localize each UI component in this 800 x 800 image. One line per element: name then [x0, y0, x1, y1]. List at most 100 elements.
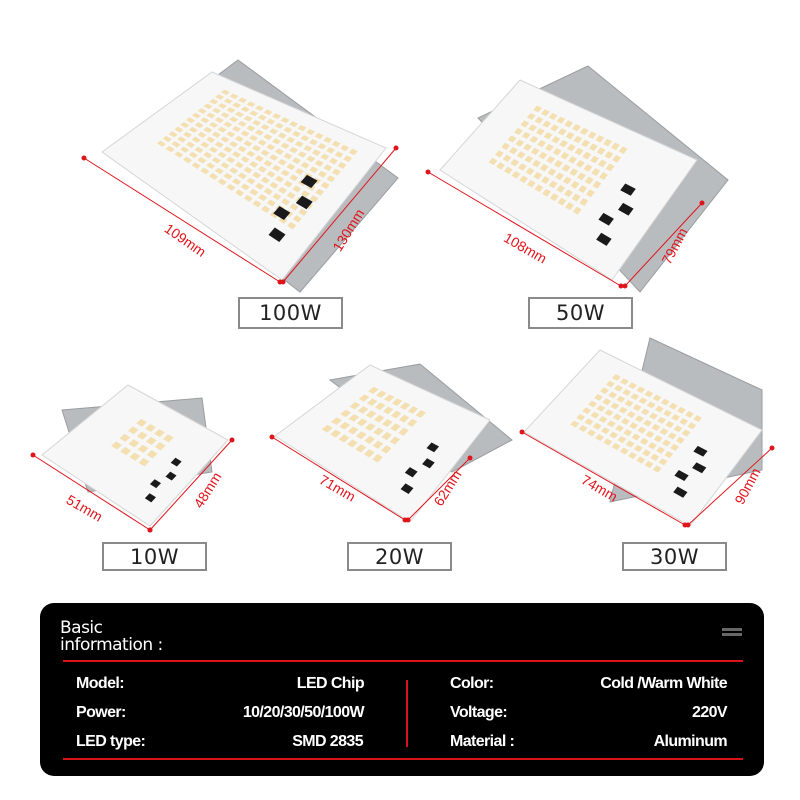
- led-chip: [549, 193, 559, 202]
- led-chip: [673, 425, 683, 433]
- led-chip: [249, 188, 259, 196]
- led-chip: [556, 116, 566, 124]
- led-chip: [605, 163, 615, 172]
- led-chip: [565, 202, 575, 211]
- led-chip: [255, 182, 265, 190]
- led-chip: [286, 163, 296, 171]
- panel-title: Basic information :: [60, 620, 163, 654]
- led-chip: [220, 162, 230, 169]
- led-chip: [238, 97, 247, 104]
- led-chip: [348, 414, 360, 422]
- led-chip: [521, 131, 531, 140]
- top-divider: [63, 660, 743, 662]
- led-chip: [542, 188, 552, 197]
- led-chip: [616, 395, 626, 403]
- led-chip: [502, 154, 512, 162]
- led-chip: [200, 117, 210, 124]
- led-chip: [612, 154, 622, 163]
- led-chip: [263, 187, 273, 195]
- led-chip: [407, 418, 418, 427]
- led-chip: [520, 120, 530, 128]
- led-chip: [415, 410, 426, 418]
- dimension-endpoint: [467, 455, 473, 461]
- led-chip: [541, 176, 550, 184]
- led-chip: [356, 418, 368, 427]
- led-chip: [559, 140, 568, 148]
- spec-label: Voltage:: [450, 704, 508, 721]
- led-chip: [364, 435, 375, 445]
- led-chip: [654, 405, 664, 413]
- led-chip: [165, 145, 175, 153]
- led-chip: [374, 402, 386, 411]
- led-chip: [229, 116, 239, 123]
- spec-label: LED type:: [76, 733, 146, 750]
- driver-ic: [400, 483, 414, 494]
- led-chip: [300, 161, 310, 169]
- led-chip: [365, 410, 377, 419]
- led-chip: [300, 134, 310, 142]
- led-chip: [633, 444, 643, 452]
- led-chip: [272, 113, 282, 120]
- led-chip: [525, 167, 535, 176]
- led-chip: [317, 170, 327, 178]
- led-chip: [292, 185, 302, 193]
- led-chip: [685, 411, 694, 418]
- dimension-endpoint: [405, 517, 411, 523]
- led-chip: [252, 119, 262, 126]
- led-chip: [662, 439, 671, 447]
- led-chip: [399, 414, 410, 423]
- led-chip: [602, 398, 612, 406]
- led-chip: [243, 140, 253, 147]
- driver-ic: [404, 467, 418, 478]
- led-chip: [578, 185, 588, 194]
- driver-ic: [618, 202, 634, 216]
- led-chip: [306, 155, 316, 163]
- led-chip: [650, 453, 660, 461]
- led-chip: [136, 431, 148, 440]
- led-chip: [332, 168, 341, 176]
- led-chip: [309, 139, 318, 146]
- dimension-line: [624, 202, 703, 287]
- led-chip: [629, 422, 638, 430]
- led-chip: [658, 458, 668, 466]
- led-chip: [338, 434, 350, 443]
- led-chip: [534, 184, 544, 193]
- led-chip: [588, 143, 598, 151]
- driver-ic: [673, 486, 688, 498]
- led-chip: [382, 406, 394, 415]
- led-chip: [600, 387, 609, 395]
- led-chip: [269, 181, 279, 189]
- led-chip: [283, 152, 293, 160]
- led-chip: [257, 139, 267, 146]
- led-chip: [572, 124, 581, 132]
- led-chip: [146, 450, 158, 459]
- led-chip: [636, 386, 646, 394]
- led-chip: [642, 449, 651, 457]
- led-chip: [200, 167, 210, 175]
- spec-row: Voltage: 220V: [450, 704, 728, 726]
- led-chip: [645, 430, 655, 438]
- led-chip: [243, 194, 253, 202]
- led-chip: [628, 382, 637, 390]
- led-chip: [670, 443, 679, 451]
- led-chip: [323, 164, 333, 172]
- led-chip: [280, 169, 290, 177]
- led-chip: [518, 163, 527, 171]
- led-chip: [571, 193, 581, 202]
- led-chip: [514, 127, 523, 135]
- led-chip: [557, 128, 567, 136]
- led-chip: [390, 410, 402, 419]
- column-divider: [406, 680, 408, 747]
- led-chip: [301, 190, 310, 198]
- led-chip: [663, 409, 672, 417]
- led-chip: [180, 146, 190, 153]
- dimension-line: [687, 447, 773, 526]
- led-chip: [552, 148, 562, 156]
- led-chip: [269, 154, 279, 161]
- spec-value: 220V: [692, 704, 728, 721]
- led-chip: [240, 106, 250, 113]
- dimension-endpoint: [425, 169, 431, 175]
- led-chip: [533, 105, 542, 113]
- led-chip: [540, 109, 550, 117]
- led-chip: [206, 162, 216, 169]
